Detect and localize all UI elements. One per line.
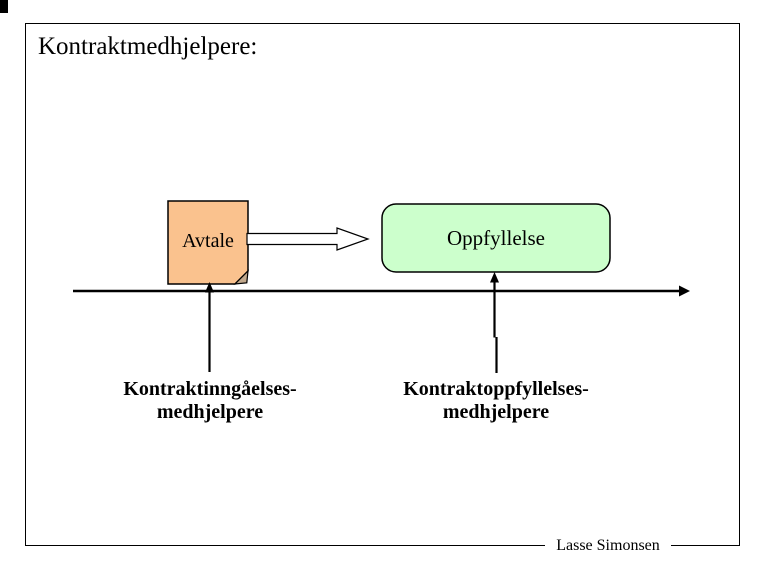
left-timeline-label-line1: Kontraktinngåelses-: [123, 378, 297, 400]
note-fold-corner: [233, 269, 249, 285]
avtale-label: Avtale: [182, 230, 234, 252]
right-up-arrowhead-icon: [490, 272, 499, 283]
right-timeline-label: Kontraktoppfyllelses- medhjelpere: [391, 378, 601, 424]
oppfyllelse-process-shape: [381, 203, 611, 273]
left-timeline-label: Kontraktinngåelses- medhjelpere: [105, 378, 315, 424]
timeline-arrow: [73, 285, 690, 297]
oppfyllelse-label: Oppfyllelse: [447, 226, 545, 250]
slide-frame: [25, 23, 740, 546]
slide-footer-author: Lasse Simonsen: [545, 537, 671, 555]
slide-title: Kontraktmedhjelpere:: [38, 33, 258, 60]
avtale-note-shape: [167, 200, 249, 285]
right-up-arrow: [490, 272, 499, 373]
right-timeline-label-line2: medhjelpere: [442, 401, 550, 423]
left-up-arrowhead-icon: [205, 282, 214, 293]
right-timeline-label-line1: Kontraktoppfyllelses-: [403, 378, 589, 400]
timeline-arrowhead-icon: [679, 285, 690, 297]
corner-mark: [0, 0, 8, 13]
block-arrow-right-icon: [246, 227, 370, 251]
left-up-arrow: [205, 282, 214, 372]
left-timeline-label-line2: medhjelpere: [156, 401, 264, 423]
